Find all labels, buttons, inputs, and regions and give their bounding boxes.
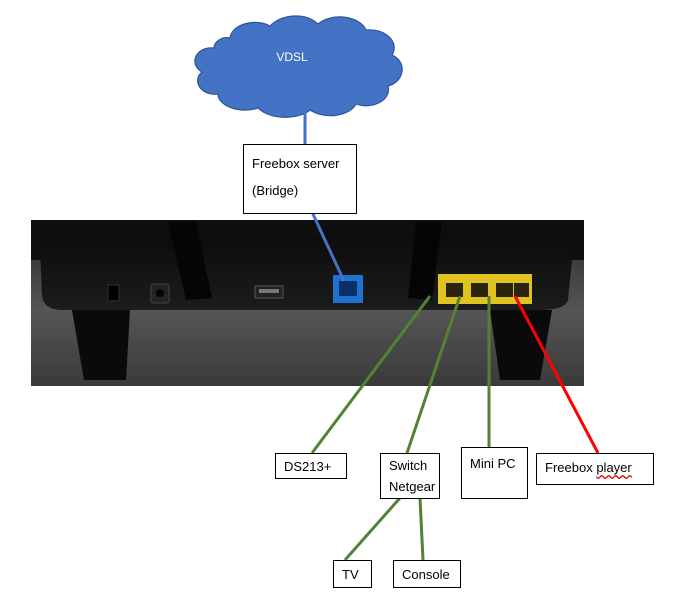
netgear-label: Netgear [389, 478, 436, 494]
ds213-link [310, 295, 432, 454]
switch-netgear-box: Switch Netgear [380, 453, 440, 499]
freebox-word: Freebox [545, 460, 593, 475]
bridge-label: (Bridge) [252, 182, 299, 198]
player-word: player [596, 460, 632, 475]
console-label: Console [402, 567, 450, 582]
tv-label: TV [342, 567, 359, 582]
switch-to-tv-link [343, 497, 402, 561]
vdsl-cloud: VDSL [194, 15, 403, 118]
router-photo [31, 220, 584, 386]
switch-link [405, 295, 462, 454]
bridge-to-router-link [310, 211, 346, 282]
freebox-player-link [513, 295, 600, 454]
console-box: Console [393, 560, 461, 588]
freebox-server-label: Freebox server [252, 156, 340, 171]
power-button [107, 284, 120, 302]
ds213-box: DS213+ [275, 453, 347, 479]
freebox-player-label: Freebox player [545, 460, 632, 475]
ds213-label: DS213+ [284, 459, 332, 474]
connection-lines [303, 110, 600, 561]
freebox-server-box: Freebox server (Bridge) [243, 144, 357, 214]
mini-pc-box: Mini PC [461, 447, 528, 499]
tv-box: TV [333, 560, 372, 588]
cloud-label: VDSL [276, 50, 308, 64]
switch-to-console-link [418, 497, 425, 561]
switch-label: Switch [389, 458, 428, 473]
freebox-player-box: Freebox player [536, 453, 654, 485]
mini-pc-label: Mini PC [470, 456, 516, 471]
